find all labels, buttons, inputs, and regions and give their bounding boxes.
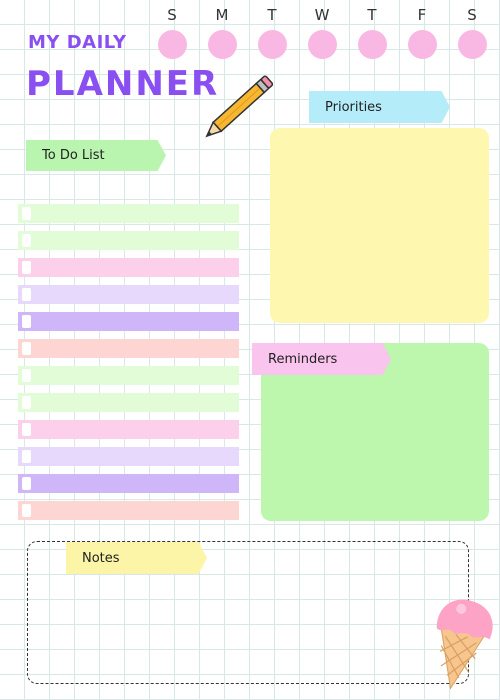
- todo-row[interactable]: [18, 447, 239, 466]
- day-letter-sunday: S: [167, 6, 177, 24]
- day-circle[interactable]: [207, 30, 237, 59]
- priorities-box[interactable]: [270, 128, 489, 323]
- todo-tag: To Do List: [26, 140, 166, 171]
- page-title: PLANNER: [26, 64, 220, 104]
- todo-row[interactable]: [18, 285, 239, 304]
- day-column[interactable]: S: [147, 4, 197, 59]
- checkbox[interactable]: [22, 369, 31, 382]
- todo-list: [18, 204, 239, 528]
- notes-tag: Notes: [66, 542, 207, 574]
- day-column[interactable]: T: [247, 4, 297, 59]
- checkbox[interactable]: [22, 504, 31, 517]
- checkbox[interactable]: [22, 342, 31, 355]
- checkbox[interactable]: [22, 288, 31, 301]
- checkbox[interactable]: [22, 234, 31, 247]
- day-column[interactable]: S: [447, 4, 497, 59]
- day-circle[interactable]: [157, 30, 187, 59]
- checkbox[interactable]: [22, 207, 31, 220]
- priorities-label: Priorities: [325, 99, 382, 115]
- checkbox[interactable]: [22, 315, 31, 328]
- day-circle[interactable]: [307, 30, 337, 59]
- todo-row[interactable]: [18, 420, 239, 439]
- checkbox[interactable]: [22, 450, 31, 463]
- ice-cream-icon: [436, 599, 493, 690]
- day-circle[interactable]: [257, 30, 287, 59]
- day-circle[interactable]: [457, 30, 487, 59]
- todo-row[interactable]: [18, 393, 239, 412]
- todo-row[interactable]: [18, 366, 239, 385]
- day-letter-friday: F: [417, 6, 427, 24]
- week-day-strip: S M T W T F S: [147, 4, 497, 59]
- day-circle[interactable]: [357, 30, 387, 59]
- todo-label: To Do List: [42, 148, 105, 163]
- day-letter-thursday: T: [367, 6, 377, 24]
- todo-row[interactable]: [18, 339, 239, 358]
- checkbox[interactable]: [22, 261, 31, 274]
- day-column[interactable]: M: [197, 4, 247, 59]
- title-line-1: MY DAILY: [28, 32, 127, 53]
- day-letter-monday: M: [215, 6, 229, 24]
- checkbox[interactable]: [22, 396, 31, 409]
- todo-row[interactable]: [18, 231, 239, 250]
- day-column[interactable]: W: [297, 4, 347, 59]
- day-letter-wednesday: W: [314, 6, 330, 24]
- day-letter-saturday: S: [467, 6, 477, 24]
- notes-label: Notes: [82, 550, 120, 566]
- checkbox[interactable]: [22, 423, 31, 436]
- day-column[interactable]: T: [347, 4, 397, 59]
- pencil-icon: [205, 75, 274, 138]
- day-circle[interactable]: [407, 30, 437, 59]
- priorities-tag: Priorities: [309, 91, 450, 123]
- todo-row[interactable]: [18, 312, 239, 331]
- reminders-label: Reminders: [268, 351, 338, 367]
- day-column[interactable]: F: [397, 4, 447, 59]
- todo-row[interactable]: [18, 204, 239, 223]
- todo-row[interactable]: [18, 258, 239, 277]
- todo-row[interactable]: [18, 501, 239, 520]
- day-letter-tuesday: T: [267, 6, 277, 24]
- todo-row[interactable]: [18, 474, 239, 493]
- reminders-tag: Reminders: [252, 343, 391, 375]
- checkbox[interactable]: [22, 477, 31, 490]
